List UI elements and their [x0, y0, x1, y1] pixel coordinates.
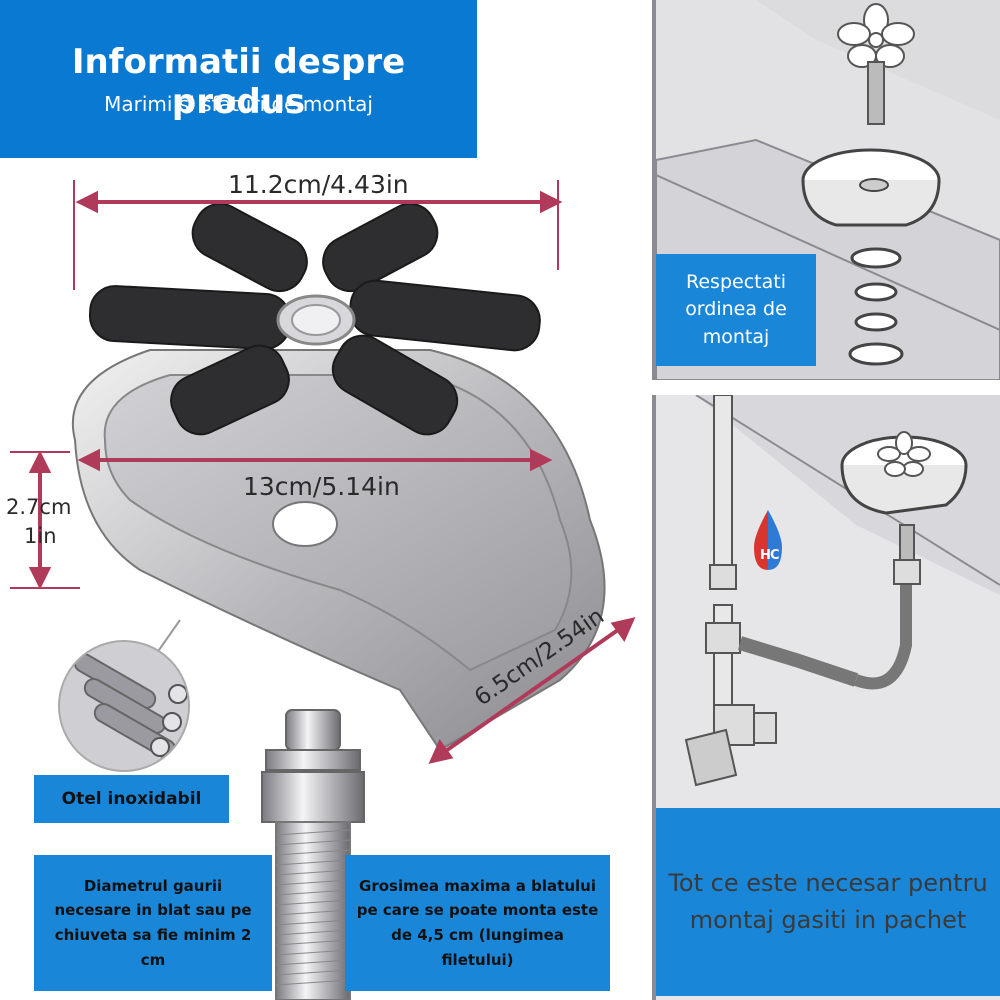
threaded-fitting-illustration	[261, 709, 365, 1000]
dimension-height-cm: 2.7cm	[6, 495, 72, 519]
package-box: Tot ce este necesar pentru montaj gasiti…	[656, 808, 1000, 996]
product-illustration	[10, 180, 636, 764]
max-thickness-text: Grosimea maxima a blatului pe care se po…	[356, 876, 599, 969]
cold-label: C	[770, 548, 780, 563]
mount-order-box: Respectati ordinea de montaj	[656, 254, 816, 366]
material-box: Otel inoxidabil	[34, 775, 229, 823]
header-banner	[0, 0, 477, 158]
steel-rods-badge	[58, 640, 190, 772]
plumbing-illustration: H C	[684, 395, 1000, 787]
package-text: Tot ce este necesar pentru montaj gasiti…	[668, 868, 988, 934]
page-subtitle: Marimi si sfaturi de montaj	[104, 92, 373, 116]
dimension-height-in: 1in	[24, 524, 57, 548]
dimension-width-mid: 13cm/5.14in	[243, 472, 400, 501]
rubber-star-icon	[88, 202, 541, 436]
material-text: Otel inoxidabil	[61, 789, 202, 809]
panel-divider	[652, 0, 656, 1000]
page-title: Informatii despre produs	[71, 42, 406, 122]
hot-label: H	[760, 548, 771, 563]
panel-divider-horizontal	[652, 380, 1000, 395]
max-thickness-box: Grosimea maxima a blatului pe care se po…	[345, 855, 610, 991]
hole-diameter-box: Diametrul gaurii necesare in blat sau pe…	[34, 855, 272, 991]
hole-diameter-text: Diametrul gaurii necesare in blat sau pe…	[54, 876, 252, 969]
dimension-width-top: 11.2cm/4.43in	[228, 170, 409, 199]
mount-order-text: Respectati ordinea de montaj	[685, 270, 787, 348]
